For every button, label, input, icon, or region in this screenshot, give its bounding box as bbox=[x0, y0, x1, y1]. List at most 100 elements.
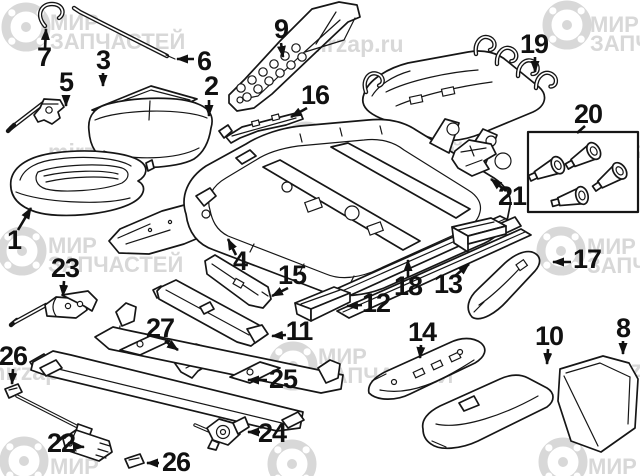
watermark-brand-text: ЗАПЧАСТЕЙ bbox=[587, 253, 640, 278]
callout-6-number: 6 bbox=[197, 46, 212, 76]
callout-12-number: 12 bbox=[362, 288, 390, 318]
callout-16: 16 bbox=[290, 80, 331, 119]
part-5-bracket bbox=[5, 98, 65, 134]
watermark-logo-icon bbox=[538, 437, 588, 476]
part-21-bracket bbox=[451, 139, 497, 177]
callout-layer: 1234567891011121314151617181920212223242… bbox=[0, 14, 632, 476]
part-6-cable-rod bbox=[71, 5, 176, 60]
callout-10: 10 bbox=[535, 321, 564, 365]
callout-15-number: 15 bbox=[278, 260, 307, 290]
part-16-mount-rail bbox=[218, 111, 304, 144]
callout-8-number: 8 bbox=[616, 313, 631, 343]
callout-1-arrow bbox=[16, 207, 33, 231]
callout-24-number: 24 bbox=[258, 418, 287, 448]
part-17-anchor-cover bbox=[467, 250, 541, 320]
part-23-height-adjuster bbox=[8, 290, 98, 328]
callout-20: 20 bbox=[574, 99, 603, 134]
part-2-cushion-foam bbox=[87, 97, 213, 172]
callout-27-number: 27 bbox=[146, 313, 174, 343]
callout-26: 26 bbox=[146, 447, 192, 476]
watermark-logo-icon bbox=[267, 439, 317, 476]
callout-19-number: 19 bbox=[520, 29, 549, 59]
callout-16-number: 16 bbox=[301, 80, 330, 110]
callout-21-number: 21 bbox=[498, 181, 527, 211]
callout-26-number: 26 bbox=[0, 341, 28, 371]
watermark-brand-text: МИР bbox=[48, 233, 97, 258]
part-15-bracket bbox=[204, 254, 272, 309]
part-7-hook-clip bbox=[37, 1, 65, 29]
callout-20-number: 20 bbox=[574, 99, 602, 129]
callout-22-number: 22 bbox=[47, 428, 75, 458]
callout-1: 1 bbox=[7, 207, 33, 255]
callout-15-arrow bbox=[271, 286, 289, 298]
grommet bbox=[564, 141, 602, 170]
watermark-brand-text: МИР bbox=[50, 10, 99, 35]
callout-15: 15 bbox=[271, 260, 308, 298]
callout-4-arrow bbox=[226, 238, 238, 256]
part-10-side-sill-shield bbox=[421, 374, 554, 450]
callout-10-arrow bbox=[543, 348, 553, 365]
callout-18: 18 bbox=[394, 259, 424, 301]
callout-26: 26 bbox=[0, 341, 29, 385]
callout-17-number: 17 bbox=[573, 244, 601, 274]
watermark-brand-text: МИР bbox=[590, 12, 639, 37]
callout-10-number: 10 bbox=[535, 321, 563, 351]
watermark-logo-icon bbox=[536, 226, 586, 276]
watermark-brand-text: МИР bbox=[50, 454, 99, 476]
callout-22-arrow bbox=[72, 441, 85, 451]
callout-14: 14 bbox=[408, 317, 438, 359]
callout-4-number: 4 bbox=[233, 246, 248, 276]
callout-4: 4 bbox=[226, 238, 249, 276]
part-9-side-shield bbox=[228, 1, 361, 112]
watermark-brand-text: МИР bbox=[588, 454, 637, 476]
callout-13: 13 bbox=[434, 263, 470, 299]
callout-27: 27 bbox=[146, 313, 179, 352]
callout-25-number: 25 bbox=[269, 364, 298, 394]
callout-9-arrow bbox=[276, 42, 286, 58]
callout-13-arrow bbox=[454, 263, 470, 277]
callout-1-number: 1 bbox=[7, 225, 22, 255]
callout-11-number: 11 bbox=[286, 316, 314, 346]
callout-9: 9 bbox=[274, 14, 290, 58]
callout-12-arrow bbox=[346, 300, 363, 310]
callout-18-number: 18 bbox=[394, 271, 423, 301]
callout-23: 23 bbox=[51, 253, 81, 297]
callout-22: 22 bbox=[47, 428, 85, 458]
watermark-logo-icon bbox=[0, 436, 49, 476]
callout-17: 17 bbox=[552, 244, 602, 274]
part-14-rear-crossmember bbox=[367, 337, 486, 400]
callout-16-arrow bbox=[290, 106, 308, 119]
callout-23-arrow bbox=[59, 280, 69, 297]
watermark-brand-text: МИР bbox=[587, 234, 636, 259]
callout-26-number: 26 bbox=[162, 447, 191, 476]
watermark-brand-text: ЗАПЧАСТЕЙ bbox=[48, 252, 183, 277]
callout-11: 11 bbox=[271, 316, 314, 346]
callout-25: 25 bbox=[247, 364, 299, 394]
callout-7: 7 bbox=[37, 28, 52, 72]
part-26-clip-small bbox=[124, 453, 145, 469]
callout-2: 2 bbox=[204, 71, 219, 117]
callout-24: 24 bbox=[247, 418, 288, 448]
part-22-track-motor bbox=[55, 429, 113, 462]
watermark-brand-text: ЗАПЧАСТЕЙ bbox=[590, 31, 640, 56]
part-12-channel-end bbox=[294, 286, 351, 322]
grommet bbox=[591, 161, 628, 192]
callout-3-number: 3 bbox=[96, 45, 111, 75]
callout-19: 19 bbox=[520, 29, 550, 73]
callout-23-number: 23 bbox=[51, 253, 80, 283]
callout-3: 3 bbox=[96, 45, 112, 87]
watermark-logo-icon bbox=[542, 0, 592, 50]
callout-2-number: 2 bbox=[204, 71, 218, 101]
callout-20-arrow bbox=[576, 125, 586, 134]
callout-9-number: 9 bbox=[274, 14, 289, 44]
callout-27-arrow bbox=[164, 339, 179, 352]
callout-13-number: 13 bbox=[434, 269, 463, 299]
watermark-logo-icon bbox=[0, 226, 47, 276]
callout-12: 12 bbox=[346, 288, 391, 318]
part-11-crossmember-bar bbox=[152, 279, 269, 347]
part-8-side-valance bbox=[557, 355, 639, 453]
callout-7-arrow bbox=[40, 28, 50, 50]
callout-14-arrow bbox=[416, 344, 426, 359]
part-24-gear-motor bbox=[193, 416, 250, 451]
callout-14-number: 14 bbox=[408, 317, 437, 347]
